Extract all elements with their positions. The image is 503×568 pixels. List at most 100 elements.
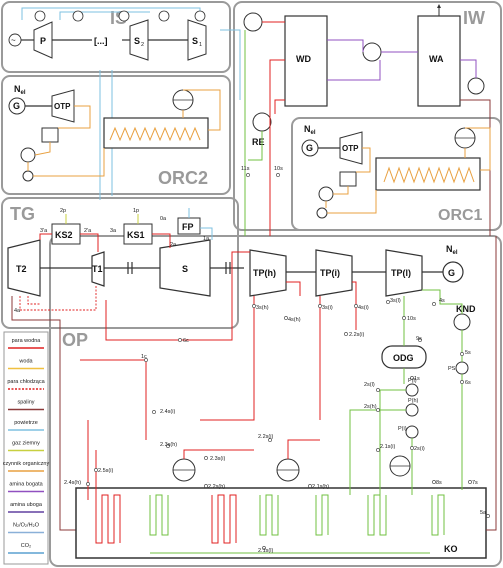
op-point-3sl: 3s(l) (390, 298, 401, 304)
op-pump-pl (405, 383, 419, 397)
orc2-condenser (20, 147, 36, 163)
is-cooler-2 (72, 10, 84, 22)
op-point-5a: 5a (480, 510, 487, 516)
is-cooler-5 (194, 10, 206, 22)
region-iw-label: IW (463, 8, 485, 28)
is-stages-ellipsis-label: [...] (94, 36, 108, 46)
is-stages-ellipsis (92, 28, 122, 52)
iw-amine-lines (327, 39, 477, 81)
orc1-otp (339, 131, 363, 165)
orc1-generator-label: G (306, 143, 313, 153)
orc2-generator-label: G (13, 101, 20, 111)
op-point-4sh: 4s(h) (288, 317, 301, 323)
op-point-25si: 2.5s(i) (98, 468, 113, 474)
legend-label: gaz ziemny (12, 441, 40, 447)
tg-ks1-label: KS1 (127, 230, 145, 240)
iw-wd-column (284, 15, 328, 107)
op-hrsg-coils-water (149, 494, 445, 536)
orc2-regenerator (41, 127, 59, 143)
op-hrsg-ko (75, 487, 487, 559)
tg-t1-label: T1 (92, 264, 103, 274)
orc1-otp-label: OTP (342, 144, 359, 153)
op-point-3si: 3s(i) (322, 305, 333, 311)
iw-reboiler-label: RE (252, 137, 265, 147)
orc2-evaporator (103, 117, 209, 149)
op-point-markers (86, 300, 490, 550)
op-tpl-label: TP(l) (391, 268, 411, 278)
is-compressor-s2 (129, 19, 149, 61)
op-point-1s: 1s (414, 376, 420, 382)
op-steam-lines (80, 251, 357, 500)
op-point-ph: P(h) (408, 398, 419, 404)
tg-point-3ap: 3'a (40, 228, 48, 234)
op-point-6s: 6s (465, 380, 471, 386)
region-op (49, 235, 502, 567)
region-iw (233, 1, 502, 231)
tg-point-1a: 1a (203, 236, 210, 242)
orc2-organic-lines (27, 89, 221, 177)
tg-point-2a: 2a (170, 242, 177, 248)
legend-box (3, 331, 49, 565)
iw-reboiler (252, 112, 272, 132)
op-tpi-label: TP(i) (320, 268, 340, 278)
iw-point-10s: 10s (274, 166, 283, 172)
iw-wd-label: WD (296, 54, 311, 64)
orc2-nel-label: Nel (14, 84, 26, 96)
orc2-otp-label: OTP (54, 102, 71, 111)
region-orc2 (1, 75, 231, 195)
legend-label: para chłodząca (7, 379, 45, 385)
op-pump-ps (455, 361, 469, 375)
op-point-6c: 6c (183, 338, 189, 344)
op-generator-label: G (448, 268, 455, 278)
orc1-nel-label: Nel (304, 124, 316, 136)
op-point-4si: 4s(i) (358, 305, 369, 311)
region-orc1-label: ORC1 (438, 207, 483, 224)
op-point-5s: 5s (465, 350, 471, 356)
tg-fp-label: FP (182, 222, 194, 232)
op-point-1c: 1c (141, 354, 147, 360)
legend-label: CO₂ (21, 543, 31, 549)
tg-point-2ap: 2'a (84, 228, 92, 234)
op-pump-ph (405, 403, 419, 417)
iw-wa-column (417, 15, 461, 107)
op-turbine-tpi (315, 249, 353, 297)
op-point-10s: 10s (407, 316, 416, 322)
op-point-3sh: 3s(h) (256, 305, 269, 311)
op-tph-label: TP(h) (253, 268, 276, 278)
region-tg (1, 197, 239, 329)
op-point-2si: 2s(i) (414, 446, 425, 452)
op-point-21sh: 2.1s(h) (312, 484, 329, 490)
op-point-2sl: 2s(l) (364, 382, 375, 388)
orc2-pump (22, 170, 34, 182)
is-s2-label: S (134, 36, 140, 46)
op-point-22si: 2.2s(i) (349, 332, 364, 338)
is-s1-label: S (192, 36, 198, 46)
tg-ks2-label: KS2 (55, 230, 73, 240)
op-pump-pi (405, 425, 419, 439)
iw-cooler-top (243, 12, 263, 32)
is-compressor-p (33, 21, 53, 59)
op-point-23si: 2.3s(i) (210, 456, 225, 462)
op-point-ps: PS (448, 366, 456, 372)
legend-label: woda (18, 359, 33, 365)
op-point-24sh: 2.4s(h) (64, 480, 81, 486)
iw-point-11s: 11s (241, 166, 250, 172)
legend-label: amina bogata (9, 482, 43, 488)
is-compressor-s1 (187, 19, 207, 61)
svg-text:~: ~ (11, 36, 16, 45)
region-orc1 (291, 117, 502, 231)
op-water-lines (150, 236, 497, 554)
iw-wa-label: WA (429, 54, 444, 64)
legend-label: amina uboga (10, 502, 43, 508)
orc1-evaporator (375, 157, 481, 191)
op-knd-label: KND (456, 304, 476, 314)
legend-label: czynnik organiczny (3, 461, 50, 467)
op-point-24si: 2.4s(i) (160, 409, 175, 415)
op-point-2sh: 2s(h) (364, 404, 377, 410)
orc1-condenser (318, 186, 334, 202)
is-s2-sub: 2 (141, 42, 144, 48)
op-nel-label: Nel (446, 244, 458, 256)
is-compressor-p-label: P (40, 36, 46, 46)
orc1-pump (316, 207, 328, 219)
tg-turbine-t1 (91, 251, 105, 287)
